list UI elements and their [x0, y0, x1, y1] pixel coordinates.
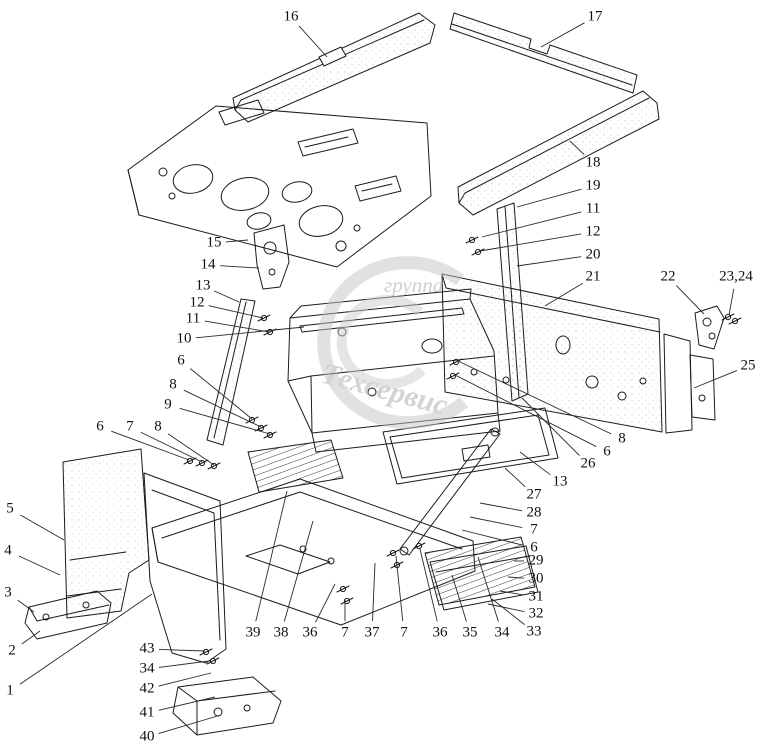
part-roof-rear-strip: [449, 12, 638, 94]
callout-8: 8: [154, 418, 162, 435]
part-rear-panel-end-cap: [663, 333, 716, 434]
callout-27: 27: [526, 486, 542, 503]
callout-42: 42: [139, 680, 155, 697]
callout-38: 38: [273, 624, 289, 641]
callout-14: 14: [200, 256, 216, 273]
callout-35: 35: [462, 624, 478, 641]
callout-7: 7: [126, 418, 134, 435]
callout-28: 28: [526, 504, 542, 521]
callout-19: 19: [585, 177, 601, 194]
callout-30: 30: [528, 570, 544, 587]
callout-3: 3: [4, 584, 12, 601]
callout-36: 36: [302, 624, 318, 641]
callout-17: 17: [587, 8, 603, 25]
callout-4: 4: [4, 542, 12, 559]
callout-5: 5: [6, 500, 14, 517]
callout-10: 10: [176, 330, 192, 347]
callout-2: 2: [8, 642, 16, 659]
callout-26: 26: [580, 455, 596, 472]
callout-8: 8: [169, 376, 177, 393]
callout-13: 13: [552, 473, 568, 490]
callout-37: 37: [364, 624, 380, 641]
callout-39: 39: [245, 624, 261, 641]
callout-40: 40: [139, 728, 155, 745]
callout-36: 36: [432, 624, 448, 641]
callout-6: 6: [96, 418, 104, 435]
part-support-bracket: [253, 224, 290, 290]
callout-34: 34: [139, 660, 155, 677]
callout-13: 13: [195, 277, 211, 294]
callout-7: 7: [530, 521, 538, 538]
callout-18: 18: [585, 154, 601, 171]
callout-41: 41: [139, 704, 155, 721]
callout-6: 6: [530, 539, 538, 556]
callout-15: 15: [206, 234, 222, 251]
callout-33: 33: [526, 623, 542, 640]
part-side-strip-right: [457, 90, 660, 216]
callout-22: 22: [660, 268, 676, 285]
part-floor-mat-left: [247, 439, 344, 493]
part-instrument-panel: [127, 99, 432, 268]
callout-6: 6: [177, 352, 185, 369]
callout-8: 8: [618, 430, 626, 447]
callout-21: 21: [585, 268, 601, 285]
callout-7: 7: [341, 624, 349, 641]
callout-9: 9: [164, 396, 172, 413]
callout-31: 31: [528, 588, 544, 605]
callout-34: 34: [494, 624, 510, 641]
callout-16: 16: [283, 8, 299, 25]
callout-29: 29: [528, 552, 544, 569]
callout-43: 43: [139, 640, 155, 657]
callout-1: 1: [6, 682, 14, 699]
callout-20: 20: [585, 246, 601, 263]
callout-12: 12: [585, 223, 601, 240]
callout-32: 32: [528, 605, 544, 622]
callout-11: 11: [585, 200, 601, 217]
callout-7: 7: [400, 624, 408, 641]
callout-11: 11: [185, 310, 201, 327]
callout-23,24: 23,24: [719, 268, 753, 285]
part-hinge-bracket: [694, 305, 725, 350]
callout-25: 25: [740, 357, 756, 374]
callout-12: 12: [189, 294, 205, 311]
callout-6: 6: [603, 443, 611, 460]
